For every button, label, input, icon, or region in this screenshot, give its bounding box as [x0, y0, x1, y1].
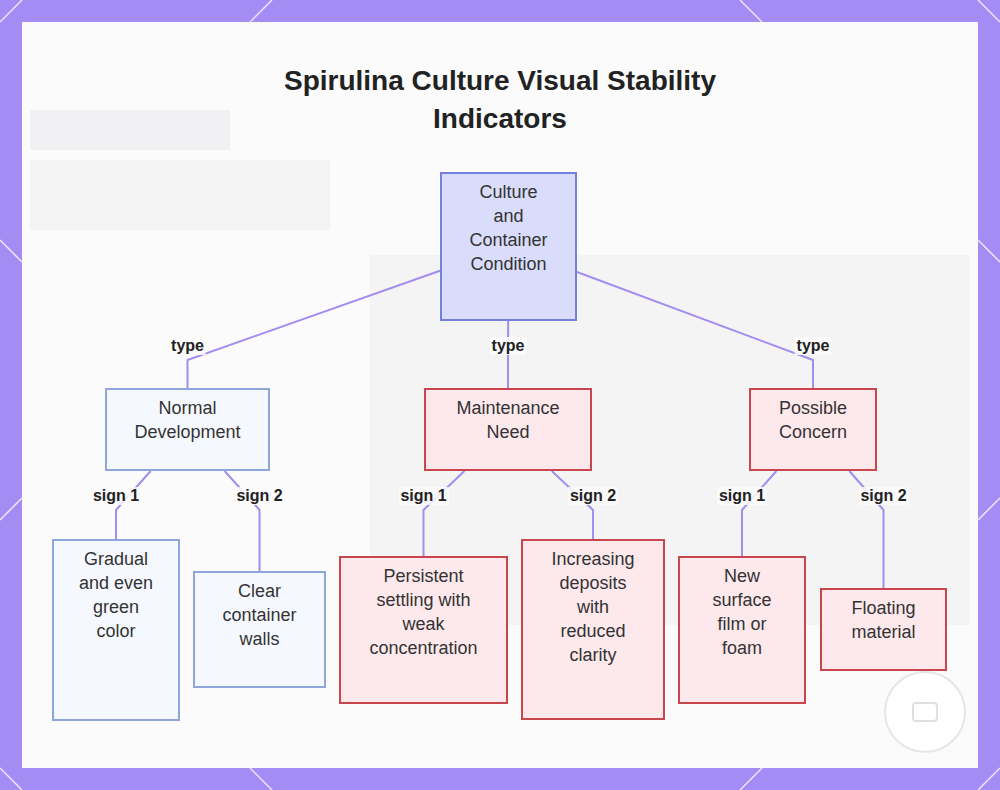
connector — [577, 272, 813, 388]
blurred-backdrop — [30, 110, 230, 150]
category-box: Floating material — [820, 588, 947, 671]
edge-label: type — [169, 337, 206, 355]
edge-label: sign 2 — [568, 487, 618, 505]
node-text: Floating material — [834, 596, 933, 644]
blurred-backdrop — [30, 160, 330, 230]
edge-label: sign 1 — [91, 487, 141, 505]
deco-line — [740, 0, 762, 22]
category-box: Normal Development — [105, 388, 270, 471]
deco-line — [0, 768, 22, 790]
deco-line — [740, 768, 762, 790]
node-text: Persistent settling with weak concentrat… — [364, 564, 483, 660]
root-box: Culture and Container Condition — [440, 172, 577, 321]
connector — [424, 471, 465, 556]
deco-line — [0, 240, 22, 262]
edge-label: type — [795, 337, 832, 355]
panel — [22, 22, 978, 768]
corner-icon — [885, 672, 965, 752]
deco-line — [0, 0, 22, 22]
node-text: Increasing deposits with reduced clarity — [547, 547, 639, 667]
deco-line — [0, 498, 22, 520]
deco-line — [978, 0, 1000, 22]
edge-label: sign 2 — [234, 487, 284, 505]
deco-line — [978, 498, 1000, 520]
category-box: Maintenance Need — [424, 388, 592, 471]
edge-label: sign 1 — [717, 487, 767, 505]
category-box: Possible Concern — [749, 388, 877, 471]
connector — [188, 271, 441, 388]
edge-label: type — [490, 337, 527, 355]
node-text: Culture and Container Condition — [466, 180, 551, 276]
node-text: New surface film or foam — [700, 564, 784, 660]
node-text: Maintenance Need — [450, 396, 566, 444]
corner-icon — [913, 703, 937, 721]
connector — [742, 471, 776, 556]
node-text: Clear container walls — [215, 579, 304, 651]
deco-line — [250, 0, 272, 22]
indicator-box: Persistent settling with weak concentrat… — [339, 556, 508, 704]
edge-label: sign 2 — [858, 487, 908, 505]
node-text: Possible Concern — [761, 396, 865, 444]
diagram-title: Spirulina Culture Visual Stability Indic… — [230, 62, 770, 138]
node-text: Gradual and even green color — [72, 547, 160, 643]
indicator-box: Increasing deposits with reduced clarity — [521, 539, 665, 720]
indicator-box: Gradual and even green color — [52, 539, 180, 721]
indicator-box: New surface film or foam — [678, 556, 806, 704]
connector — [552, 471, 593, 539]
connector — [225, 471, 260, 571]
node-text: Normal Development — [119, 396, 256, 444]
connector — [116, 471, 151, 539]
deco-line — [250, 768, 272, 790]
deco-line — [978, 768, 1000, 790]
indicator-box: Clear container walls — [193, 571, 326, 688]
edge-label: sign 1 — [398, 487, 448, 505]
deco-line — [978, 240, 1000, 262]
